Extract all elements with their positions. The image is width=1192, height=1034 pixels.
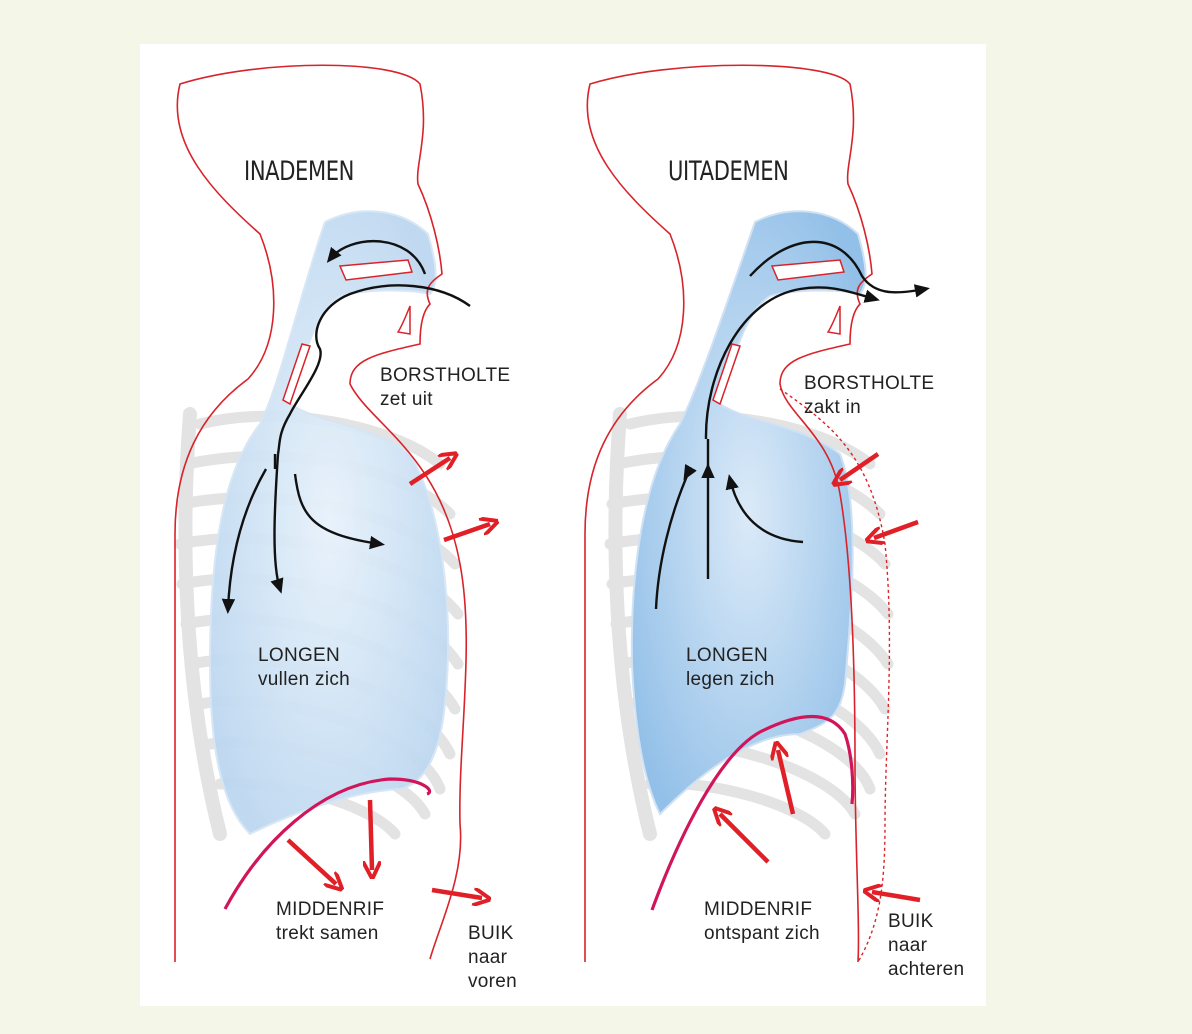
exhale-lungs-sub: legen zich — [686, 669, 775, 690]
diagram-panel: INADEMEN BORSTHOLTE zet uit LONGEN vulle… — [140, 44, 986, 1006]
exhale-diaphragm-heading: MIDDENRIF — [704, 899, 813, 920]
airflow-inhale — [221, 240, 471, 615]
inhale-chest-sub: zet uit — [380, 389, 433, 410]
lungs-inhale — [208, 210, 450, 836]
exhale-chest-heading: BORSTHOLTE — [804, 373, 935, 394]
inhale-lungs-sub: vullen zich — [258, 669, 351, 690]
inhale-diaphragm-heading: MIDDENRIF — [276, 899, 385, 920]
lungs-exhale — [630, 210, 867, 816]
diaphragm-inhale — [223, 777, 432, 910]
inhale-diaphragm-label: MIDDENRIF trekt samen — [276, 898, 384, 946]
inhale-lungs-label: LONGEN vullen zich — [258, 644, 350, 692]
inhale-lungs-heading: LONGEN — [258, 645, 341, 666]
pressure-arrows-exhale — [720, 452, 921, 900]
inhale-chest-heading: BORSTHOLTE — [380, 365, 511, 386]
exhale-belly-heading: BUIK — [888, 911, 934, 932]
inhale-diaphragm-sub: trekt samen — [276, 923, 379, 944]
inhale-belly-label: BUIK naar voren — [468, 922, 517, 994]
exhale-diaphragm-sub: ontspant zich — [704, 923, 820, 944]
inhale-belly-sub1: naar — [468, 947, 508, 968]
exhale-lungs-label: LONGEN legen zich — [686, 644, 775, 692]
exhale-belly-label: BUIK naar achteren — [888, 910, 964, 982]
pressure-arrows-inhale — [286, 458, 490, 898]
inhale-belly-sub2: voren — [468, 971, 518, 992]
exhale-belly-sub1: naar — [888, 935, 928, 956]
exhale-chest-sub: zakt in — [804, 397, 862, 418]
body-outline-inhale — [174, 64, 468, 962]
inhale-chest-label: BORSTHOLTE zet uit — [380, 364, 510, 412]
inhale-figure — [174, 64, 490, 962]
exhale-belly-sub2: achteren — [888, 959, 965, 980]
airflow-exhale — [654, 240, 930, 610]
exhale-figure — [584, 64, 930, 963]
diaphragm-exhale — [650, 715, 855, 911]
inhale-title: INADEMEN — [244, 156, 355, 187]
inhale-belly-heading: BUIK — [468, 923, 514, 944]
exhale-diaphragm-label: MIDDENRIF ontspant zich — [704, 898, 820, 946]
exhale-title: UITADEMEN — [668, 156, 789, 187]
exhale-lungs-heading: LONGEN — [686, 645, 769, 666]
body-outline-exhale — [584, 64, 873, 963]
breathing-diagram — [174, 64, 930, 963]
exhale-chest-label: BORSTHOLTE zakt in — [804, 372, 934, 420]
